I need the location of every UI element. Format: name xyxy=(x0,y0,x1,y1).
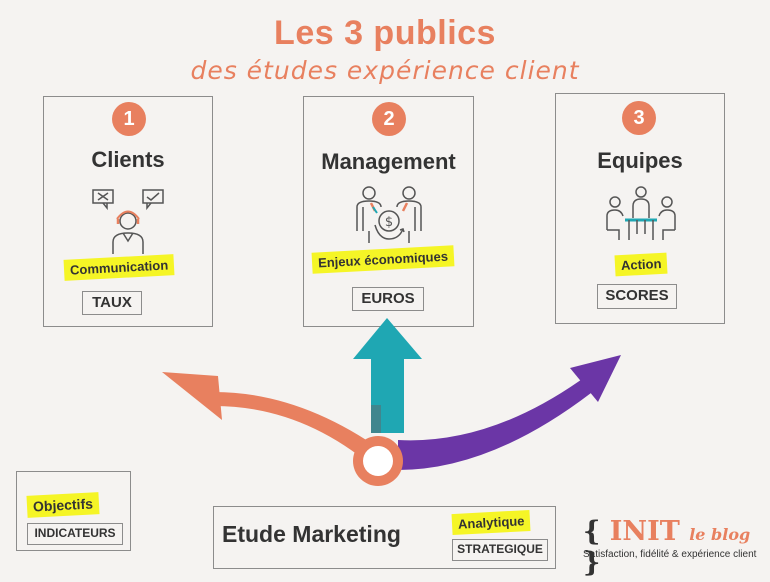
card-equipes: 3 Equipes Action SCORES xyxy=(555,93,725,324)
purple-arrow-head xyxy=(570,355,621,402)
highlight-objectifs: Objectifs xyxy=(26,492,100,518)
card-number: 2 xyxy=(372,102,406,136)
card-title: Management xyxy=(321,149,456,174)
svg-text:$: $ xyxy=(385,215,393,230)
highlight-analytique: Analytique xyxy=(451,509,531,536)
logo-close-brace: } xyxy=(583,547,601,578)
hub-inner xyxy=(363,446,393,476)
coral-arrow-head xyxy=(162,372,222,420)
logo-sub: le blog xyxy=(689,525,751,544)
init-logo: { INIT le blog } xyxy=(583,516,770,578)
tag-euros: EUROS xyxy=(352,287,424,311)
marketing-box: Etude Marketing Analytique STRATEGIQUE xyxy=(213,506,556,569)
card-number: 1 xyxy=(112,102,146,136)
card-number: 3 xyxy=(622,101,656,135)
logo-init: INIT xyxy=(609,516,680,547)
diagram-subtitle: des études expérience client xyxy=(190,56,580,85)
card-title: Equipes xyxy=(597,148,683,173)
team-meeting-icon xyxy=(606,186,676,240)
tag-scores: SCORES xyxy=(597,284,677,309)
purple-arrow-shaft xyxy=(398,377,591,470)
tag-strategique: STRATEGIQUE xyxy=(452,539,548,561)
marketing-title: Etude Marketing xyxy=(222,521,401,547)
teal-arrow-shadow xyxy=(371,405,381,433)
card-clients: 1 Clients Communication TAUX xyxy=(43,96,213,327)
teal-arrow-head xyxy=(353,318,422,359)
customer-service-icon xyxy=(92,189,164,254)
tag-indicateurs: INDICATEURS xyxy=(27,523,123,545)
money-meeting-icon: $ xyxy=(356,186,422,243)
tag-taux: TAUX xyxy=(82,291,142,315)
card-management: 2 Management $ Enjeux économiques EUROS xyxy=(303,96,474,327)
logo-caption: Satisfaction, fidélité & expérience clie… xyxy=(583,549,757,560)
logo-open-brace: { xyxy=(583,516,601,547)
objectives-box: Objectifs INDICATEURS xyxy=(16,471,131,551)
diagram-title: Les 3 publics xyxy=(274,14,496,52)
card-title: Clients xyxy=(91,147,165,172)
